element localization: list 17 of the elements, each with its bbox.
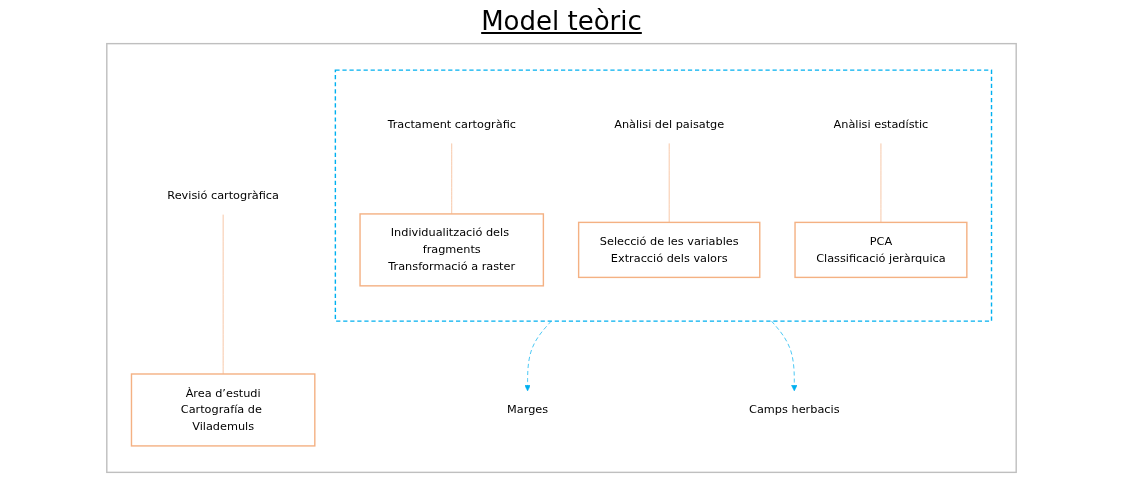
cluster bbox=[106, 42, 1017, 474]
node-box: Individualització dels fragments Transformació a raster bbox=[359, 213, 545, 287]
node-box: Selecció de les variables Extracció dels valors bbox=[577, 221, 761, 279]
node-text: Camps herbacis bbox=[749, 402, 840, 417]
node-text: Tractament cartogràfic bbox=[387, 117, 516, 131]
node-text: Anàlisi estadístic bbox=[833, 117, 929, 131]
node-text: Anàlisi del paisatge bbox=[614, 117, 725, 131]
connector bbox=[222, 214, 224, 375]
node-text: Revisió cartogràfica bbox=[167, 188, 279, 202]
connector bbox=[451, 143, 453, 215]
node-box: Àrea d’estudi Cartografía de Vilademuls bbox=[130, 373, 316, 447]
node-text: Marges bbox=[507, 402, 549, 417]
diagram-title: Model teòric bbox=[480, 6, 643, 36]
connector bbox=[880, 143, 882, 223]
connector bbox=[668, 143, 670, 223]
node-box: PCA Classificació jeràrquica bbox=[794, 221, 968, 279]
cluster bbox=[334, 69, 993, 322]
